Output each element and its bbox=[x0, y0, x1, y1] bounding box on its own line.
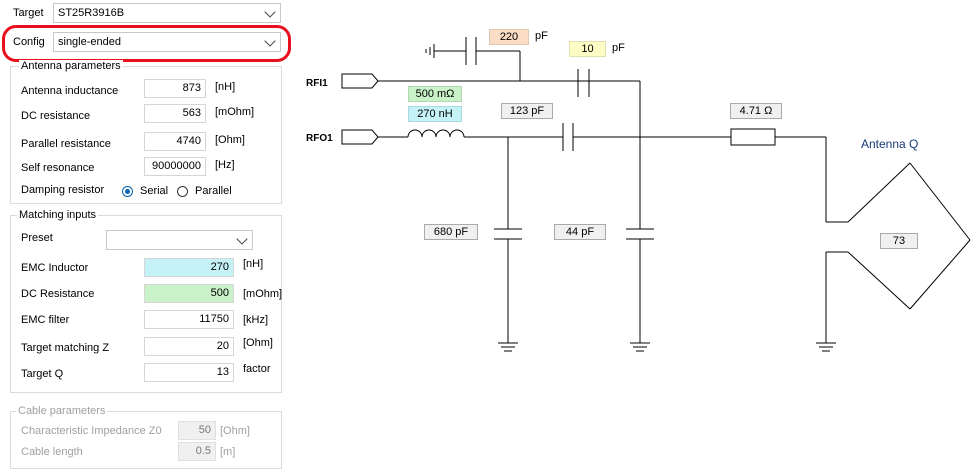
damping-serial-radio[interactable] bbox=[122, 186, 133, 197]
cable-length-unit: [m] bbox=[220, 446, 236, 458]
antenna-q-value-box: 73 bbox=[880, 233, 918, 249]
characteristic-impedance-unit: [Ohm] bbox=[220, 425, 250, 437]
emc-dc-resistance-unit: [mOhm] bbox=[243, 288, 283, 300]
emc-filter-label: EMC filter bbox=[21, 314, 70, 326]
emc-filter-unit: [kHz] bbox=[243, 314, 269, 326]
damping-parallel-label: Parallel bbox=[195, 185, 232, 197]
preset-label: Preset bbox=[21, 232, 53, 244]
config-select[interactable]: single-ended bbox=[53, 32, 281, 52]
cable-length-label: Cable length bbox=[21, 446, 83, 458]
antenna-inductance-input[interactable]: 873 bbox=[144, 79, 206, 98]
cable-parameters-title: Cable parameters bbox=[16, 405, 108, 417]
r-series-value-box[interactable]: 4.71 Ω bbox=[730, 103, 782, 119]
emc-inductor-label: EMC Inductor bbox=[21, 262, 89, 274]
parallel-resistance-unit: [Ohm] bbox=[215, 134, 245, 146]
characteristic-impedance-input[interactable]: 50 bbox=[178, 421, 216, 440]
self-resonance-input[interactable]: 90000000 bbox=[144, 157, 206, 176]
damping-serial-label: Serial bbox=[140, 185, 169, 197]
highlight-annotation bbox=[2, 25, 291, 62]
dc-resistance-unit: [mOhm] bbox=[215, 106, 255, 118]
target-value: ST25R3916B bbox=[58, 7, 125, 19]
c-shunt1-value-box[interactable]: 680 pF bbox=[424, 224, 478, 240]
cable-parameters-group bbox=[10, 411, 282, 469]
rfi1-pin bbox=[341, 73, 379, 89]
damping-resistor-label: Damping resistor bbox=[21, 184, 105, 196]
antenna-parameters-title: Antenna parameters bbox=[19, 60, 123, 72]
c-rfi-unit: pF bbox=[612, 42, 625, 54]
self-resonance-unit: [Hz] bbox=[215, 159, 235, 171]
dc-resistance-label: DC resistance bbox=[21, 110, 91, 122]
preset-select[interactable] bbox=[106, 230, 253, 250]
target-q-label: Target Q bbox=[21, 368, 64, 380]
c-shunt2-value-box[interactable]: 44 pF bbox=[554, 224, 606, 240]
antenna-inductance-label: Antenna inductance bbox=[21, 85, 119, 97]
self-resonance-label: Self resonance bbox=[21, 162, 95, 174]
emc-inductor-unit: [nH] bbox=[243, 258, 264, 270]
c-rfi-value-box[interactable]: 10 bbox=[569, 41, 606, 57]
emc-filter-input[interactable]: 11750 bbox=[144, 310, 234, 329]
rfo1-pin bbox=[341, 129, 379, 145]
target-matching-z-unit: [Ohm] bbox=[243, 337, 273, 349]
target-q-unit: factor bbox=[243, 363, 271, 375]
parallel-resistance-label: Parallel resistance bbox=[21, 138, 111, 150]
target-q-input[interactable]: 13 bbox=[144, 363, 234, 382]
config-label: Config bbox=[13, 36, 45, 48]
target-select[interactable]: ST25R3916B bbox=[53, 3, 281, 23]
target-matching-z-label: Target matching Z bbox=[21, 342, 110, 354]
target-matching-z-input[interactable]: 20 bbox=[144, 337, 234, 356]
parallel-resistance-input[interactable]: 4740 bbox=[144, 132, 206, 151]
matching-inputs-group bbox=[10, 215, 282, 393]
target-label: Target bbox=[13, 7, 44, 19]
c-gnd-unit: pF bbox=[535, 30, 548, 42]
antenna-inductance-unit: [nH] bbox=[215, 81, 236, 93]
config-value: single-ended bbox=[58, 36, 121, 48]
antenna-q-label: Antenna Q bbox=[861, 137, 919, 151]
rfo1-label: RFO1 bbox=[306, 133, 333, 144]
emc-l-value-box[interactable]: 270 nH bbox=[408, 106, 462, 122]
rfi1-label: RFI1 bbox=[306, 78, 328, 89]
c-series-value-box[interactable]: 123 pF bbox=[501, 103, 553, 119]
damping-parallel-radio[interactable] bbox=[177, 186, 188, 197]
matching-inputs-title: Matching inputs bbox=[17, 209, 99, 221]
cable-length-input[interactable]: 0.5 bbox=[178, 442, 216, 461]
characteristic-impedance-label: Characteristic Impedance Z0 bbox=[21, 425, 162, 437]
emc-dc-resistance-label: DC Resistance bbox=[21, 288, 95, 300]
dc-resistance-input[interactable]: 563 bbox=[144, 104, 206, 123]
emc-inductor-input[interactable]: 270 bbox=[144, 258, 234, 277]
emc-dc-resistance-input[interactable]: 500 bbox=[144, 284, 234, 303]
emc-r-value-box[interactable]: 500 mΩ bbox=[408, 86, 462, 102]
c-gnd-value-box[interactable]: 220 bbox=[489, 29, 529, 45]
antenna-parameters-group bbox=[10, 66, 282, 204]
